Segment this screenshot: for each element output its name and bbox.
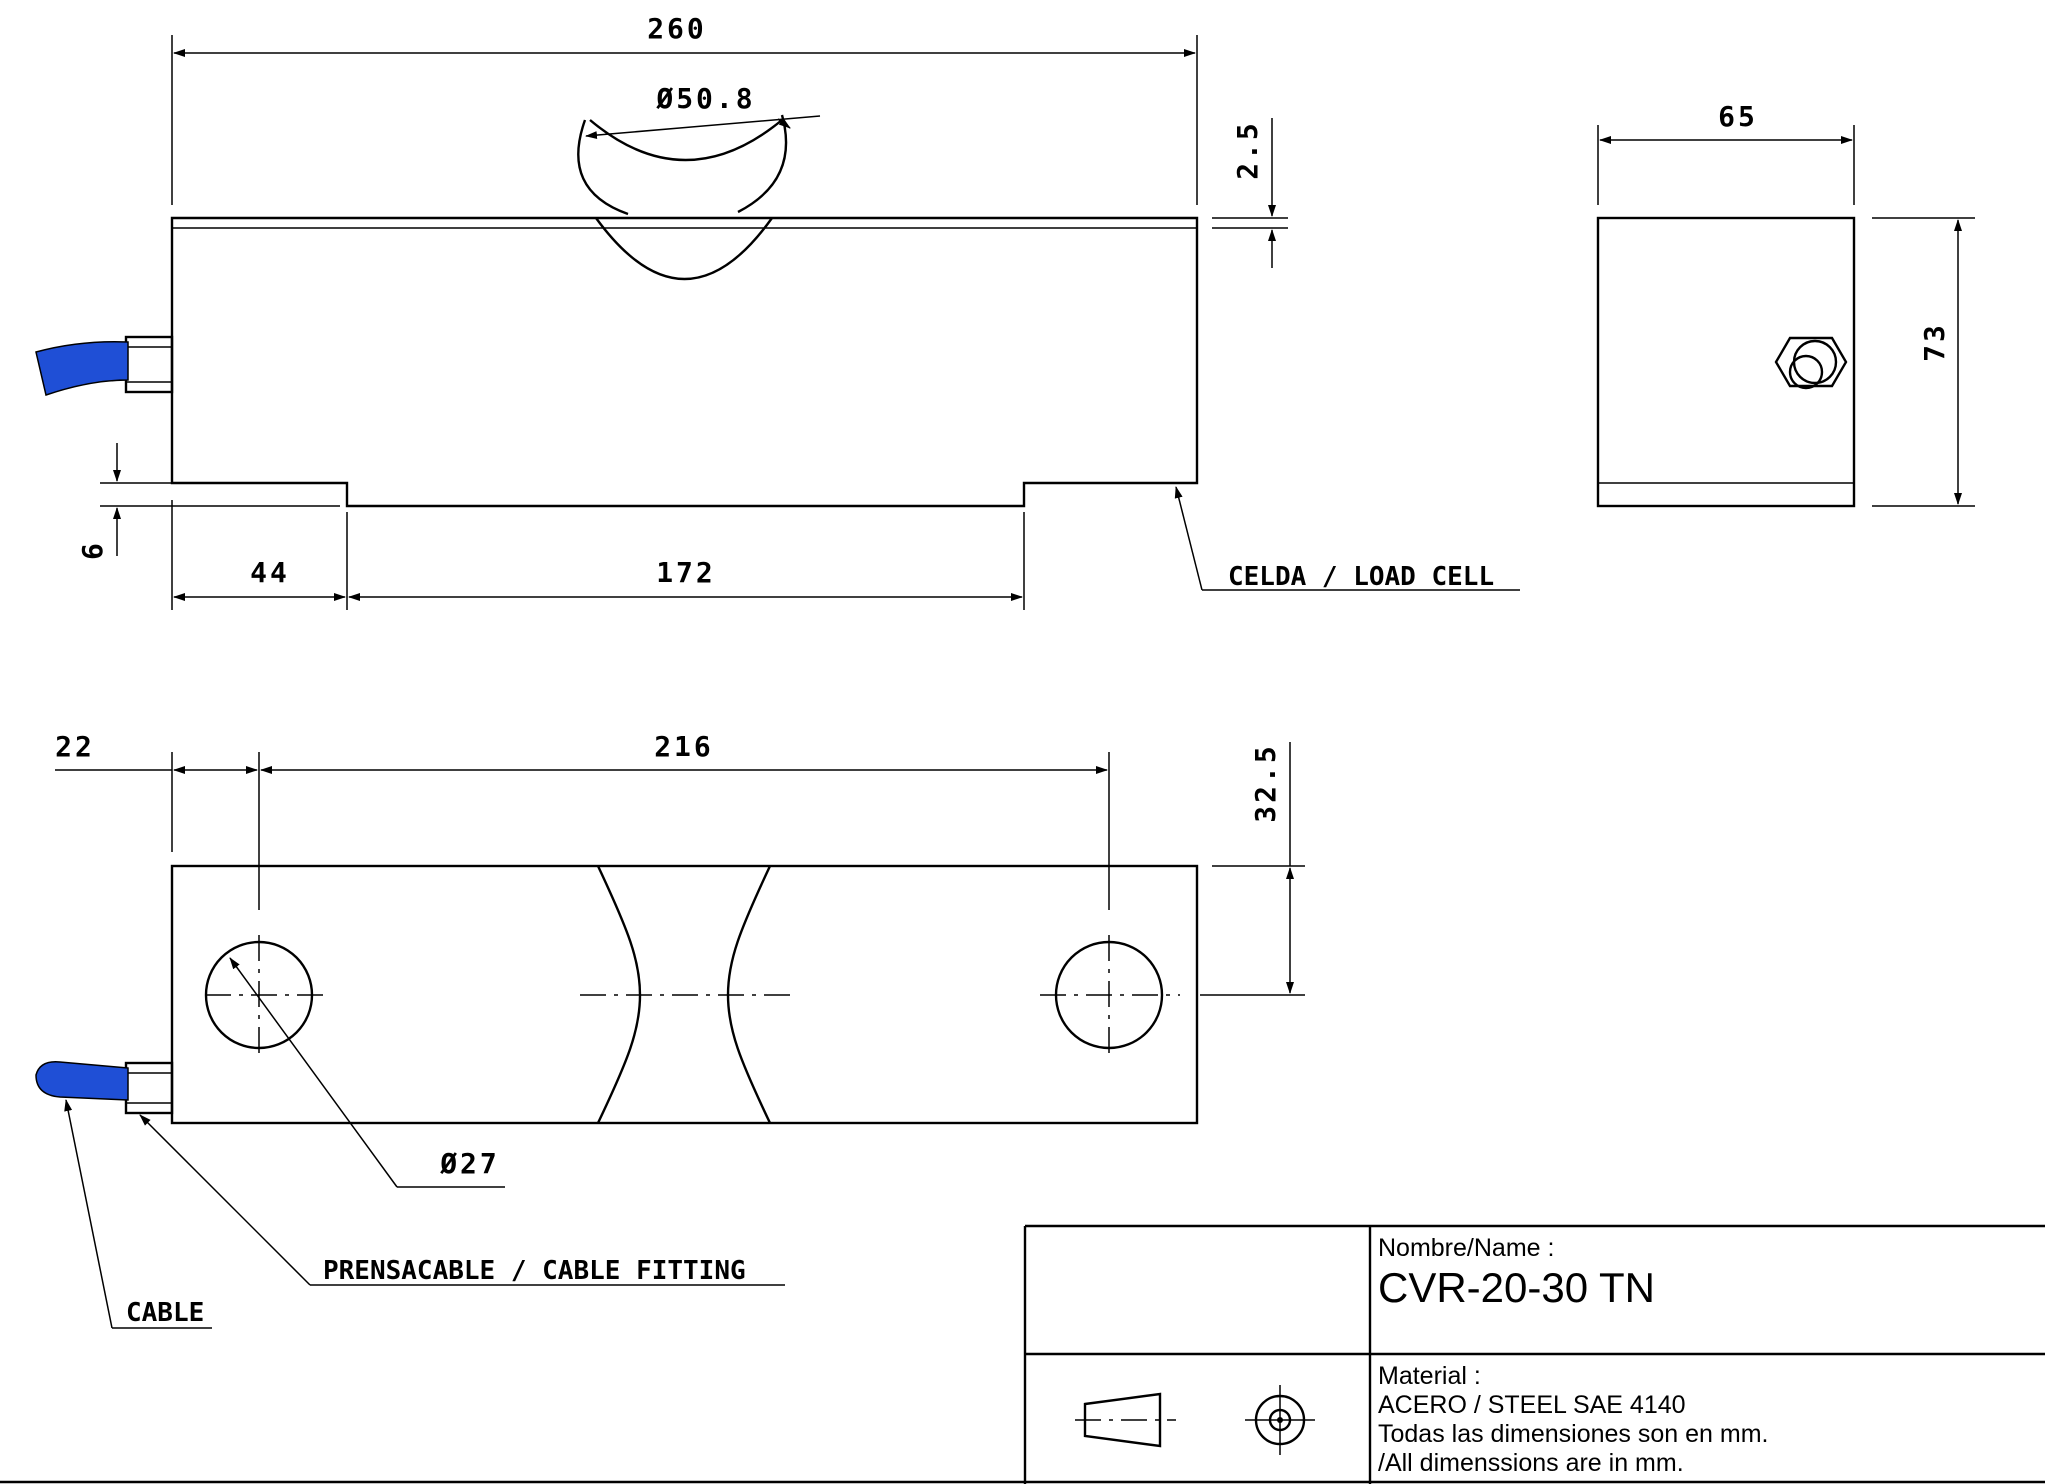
- title-note-en: /All dimenssions are in mm.: [1378, 1449, 1684, 1477]
- dim-height-text: 73: [1918, 322, 1951, 362]
- leader-cable: CABLE: [64, 1099, 212, 1329]
- dim-height: 73: [1872, 217, 1975, 507]
- leader-cable-fitting: PRENSACABLE / CABLE FITTING: [139, 1114, 785, 1286]
- dim-foot-span-text: 172: [656, 556, 716, 589]
- dim-hole-positions: 22 216: [55, 730, 1110, 910]
- cable-fitting-top: [124, 1061, 174, 1115]
- title-block: Nombre/Name : CVR-20-30 TN Material : AC…: [0, 1224, 2045, 1484]
- title-material-label: Material :: [1378, 1362, 1481, 1390]
- dim-recess-diameter-text: Ø50.8: [655, 82, 755, 115]
- cable-front: [35, 340, 129, 396]
- title-name-value: CVR-20-30 TN: [1378, 1264, 1655, 1311]
- recess-circle-top: [589, 119, 783, 162]
- recess-arc: [595, 217, 773, 280]
- dim-foot-length-text: 44: [250, 556, 290, 589]
- dim-hole-spacing-text: 216: [654, 730, 714, 763]
- top-view: [35, 864, 1199, 1125]
- recess-circle-arc: [577, 114, 788, 216]
- cable-end-circle: [1788, 354, 1824, 390]
- dim-hole-center-height: 32.5: [1200, 742, 1305, 996]
- dim-recess-depth: 2.5: [1212, 118, 1288, 268]
- dim-overall-length: 260: [171, 12, 1198, 205]
- dim-hole-diameter: Ø27: [229, 957, 505, 1188]
- cable-top: [35, 1061, 129, 1101]
- leader-load-cell: CELDA / LOAD CELL: [1174, 486, 1520, 592]
- title-note-es: Todas las dimensiones son en mm.: [1378, 1420, 1768, 1448]
- label-cable: CABLE: [126, 1298, 204, 1328]
- side-view: [1596, 216, 1856, 508]
- dim-hole-diameter-text: Ø27: [439, 1147, 500, 1180]
- front-view: [35, 114, 1199, 508]
- projection-symbol-icon: [1075, 1385, 1315, 1455]
- cable-fitting-hex: [1774, 336, 1848, 388]
- cable-fitting-front: [124, 335, 174, 394]
- label-load-cell: CELDA / LOAD CELL: [1228, 562, 1494, 592]
- dim-width-text: 65: [1718, 100, 1758, 133]
- dim-foot-lengths: 44 172: [171, 500, 1025, 610]
- dim-width: 65: [1597, 100, 1855, 205]
- dim-foot-height: 6: [76, 443, 340, 560]
- title-name-label: Nombre/Name :: [1378, 1234, 1554, 1262]
- front-view-body-outline: [170, 216, 1199, 508]
- label-cable-fitting: PRENSACABLE / CABLE FITTING: [323, 1256, 746, 1286]
- dim-hole-center-height-text: 32.5: [1249, 743, 1282, 822]
- dim-hole-offset-text: 22: [55, 730, 95, 763]
- top-view-body: [170, 864, 1199, 1125]
- dim-recess-depth-text: 2.5: [1231, 120, 1264, 180]
- side-view-body: [1596, 216, 1856, 508]
- title-material-value: ACERO / STEEL SAE 4140: [1378, 1391, 1686, 1419]
- dim-foot-height-text: 6: [76, 540, 109, 560]
- dim-recess-diameter: Ø50.8: [585, 82, 821, 140]
- dim-overall-length-text: 260: [647, 12, 707, 45]
